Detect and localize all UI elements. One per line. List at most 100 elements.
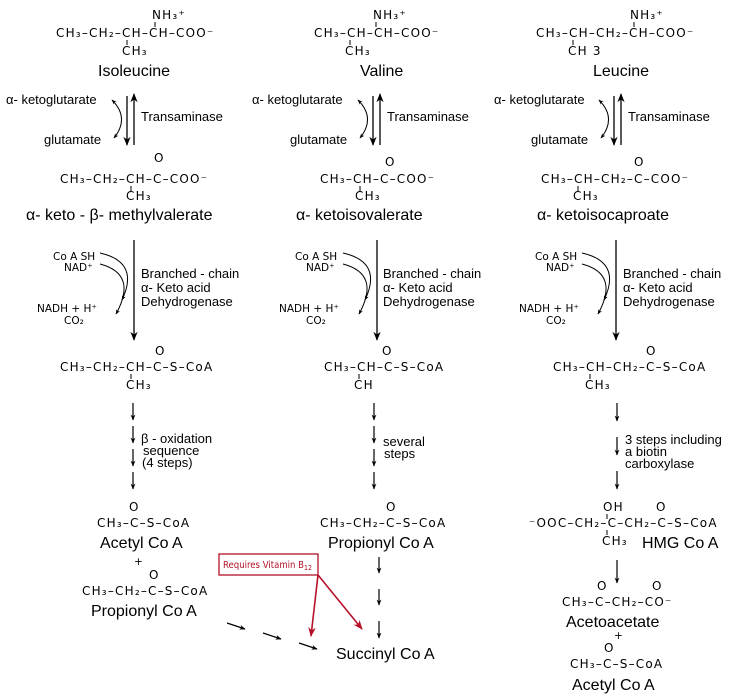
acyl-coa-formula: CH₃–CH–C–S–CoA bbox=[324, 360, 444, 374]
alpha-ketoglutarate-label: α- ketoglutarate bbox=[6, 92, 97, 107]
valine-name: Valine bbox=[360, 63, 403, 80]
beta-oxidation-label-3: (4 steps) bbox=[142, 455, 193, 470]
red-arrow-left bbox=[308, 574, 319, 637]
co2-label: CO₂ bbox=[306, 315, 326, 327]
cofactor-curve-arrow bbox=[99, 252, 129, 301]
nadh-label: NADH + H⁺ bbox=[519, 303, 579, 315]
carbonyl-o: O bbox=[656, 500, 667, 514]
carbonyl-o: O bbox=[604, 641, 615, 655]
note-subscript: 12 bbox=[304, 564, 312, 572]
nad-label: NAD⁺ bbox=[64, 262, 93, 274]
transaminase-label: Transaminase bbox=[141, 109, 223, 124]
biotin-steps-label-1: 3 steps including bbox=[625, 432, 722, 447]
enzyme-line-2: α- Keto acid bbox=[623, 280, 693, 295]
biotin-steps-label-2: a biotin bbox=[625, 444, 667, 459]
several-steps-label-2: steps bbox=[384, 446, 416, 461]
coash-label: Co A SH bbox=[53, 251, 95, 263]
methyl-branch: CH₃ bbox=[126, 189, 152, 203]
cosubstrate-curve-arrow bbox=[357, 99, 368, 139]
cofactor-curve-arrow bbox=[581, 263, 607, 315]
ketoisocaproate-name: α- ketoisocaproate bbox=[537, 207, 669, 224]
propionyl-coa-formula: CH₃–CH₂–C–S–CoA bbox=[82, 584, 208, 598]
methyl-branch: CH 3 bbox=[568, 44, 602, 58]
transaminase-label: Transaminase bbox=[628, 109, 710, 124]
cofactor-curve-arrow bbox=[581, 252, 611, 301]
transaminase-label: Transaminase bbox=[387, 109, 469, 124]
several-steps-label-1: several bbox=[383, 434, 425, 449]
cofactor-curve-arrow bbox=[99, 263, 125, 315]
keto-methylvalerate-name: α- keto - β- methylvalerate bbox=[26, 207, 213, 224]
column-leucine: NH₃⁺ CH₃–CH–CH₂–CH–COO⁻ CH 3 Leucine α- … bbox=[494, 8, 722, 694]
enzyme-line-2: α- Keto acid bbox=[383, 280, 453, 295]
co2-label: CO₂ bbox=[546, 315, 566, 327]
acetoacetate-name: Acetoacetate bbox=[566, 614, 660, 631]
nad-label: NAD⁺ bbox=[546, 262, 575, 274]
column-valine: NH₃⁺ CH₃–CH–CH–COO⁻ CH₃ Valine α- ketogl… bbox=[252, 8, 481, 663]
carbonyl-o: O bbox=[154, 151, 165, 165]
propionyl-coa-formula: CH₃–CH₂–C–S–CoA bbox=[320, 516, 446, 530]
carbonyl-o: O bbox=[634, 155, 645, 169]
column-isoleucine: NH₃⁺ CH₃–CH₂–CH–CH–COO⁻ CH₃ Isoleucine α… bbox=[6, 8, 318, 650]
methyl-branch: CH₃ bbox=[122, 44, 148, 58]
carbonyl-o: O bbox=[646, 344, 657, 358]
cosubstrate-curve-arrow bbox=[598, 99, 609, 139]
nad-label: NAD⁺ bbox=[306, 262, 335, 274]
leucine-name: Leucine bbox=[593, 63, 649, 80]
acetyl-coa-formula: CH₃–C–S–CoA bbox=[570, 657, 663, 671]
glutamate-label: glutamate bbox=[531, 132, 588, 147]
alpha-ketoglutarate-label: α- ketoglutarate bbox=[252, 92, 343, 107]
coash-label: Co A SH bbox=[295, 251, 337, 263]
ketoisovalerate-formula: CH₃–CH–C–COO⁻ bbox=[320, 172, 435, 186]
acetyl-coa-name: Acetyl Co A bbox=[572, 677, 655, 694]
co2-label: CO₂ bbox=[64, 315, 84, 327]
step-arrow bbox=[262, 632, 282, 640]
carbonyl-o: O bbox=[129, 500, 140, 514]
step-arrow bbox=[226, 622, 246, 630]
methyl-branch: CH₃ bbox=[355, 189, 381, 203]
alpha-ketoglutarate-label: α- ketoglutarate bbox=[494, 92, 585, 107]
enzyme-line-1: Branched - chain bbox=[623, 266, 721, 281]
acetyl-coa-name: Acetyl Co A bbox=[100, 535, 183, 552]
note-text: Requires Vitamin B12 bbox=[223, 560, 312, 572]
amino-group-label: NH₃⁺ bbox=[152, 8, 186, 22]
hydroxyl-label: OH bbox=[603, 500, 624, 514]
amino-group-label: NH₃⁺ bbox=[373, 8, 407, 22]
nadh-label: NADH + H⁺ bbox=[279, 303, 339, 315]
ketoisovalerate-name: α- ketoisovalerate bbox=[296, 207, 423, 224]
methyl-branch: CH₃ bbox=[585, 378, 611, 392]
acyl-coa-formula: CH₃–CH₂–CH–C–S–CoA bbox=[60, 360, 213, 374]
methyl-branch: CH₃ bbox=[602, 534, 628, 548]
amino-group-label: NH₃⁺ bbox=[630, 8, 664, 22]
enzyme-line-3: Dehydrogenase bbox=[141, 294, 233, 309]
hmg-coa-formula: ⁻OOC–CH₂–C–CH₂–C–S–CoA bbox=[529, 516, 718, 530]
methyl-branch: CH₃ bbox=[573, 189, 599, 203]
carbonyl-o: O bbox=[597, 579, 608, 593]
note-box bbox=[218, 553, 319, 576]
coash-label: Co A SH bbox=[535, 251, 577, 263]
propionyl-coa-name: Propionyl Co A bbox=[328, 535, 434, 552]
enzyme-line-1: Branched - chain bbox=[141, 266, 239, 281]
note-main-text: Requires Vitamin B bbox=[223, 560, 304, 571]
acyl-coa-formula: CH₃–CH–CH₂–C–S–CoA bbox=[553, 360, 706, 374]
methyl-branch: CH₃ bbox=[345, 44, 371, 58]
beta-oxidation-label-1: β - oxidation bbox=[141, 431, 212, 446]
cofactor-curve-arrow bbox=[342, 252, 372, 301]
acetoacetate-formula: CH₃–C–CH₂–CO⁻ bbox=[562, 595, 673, 609]
glutamate-label: glutamate bbox=[290, 132, 347, 147]
plus-sign: + bbox=[134, 556, 143, 568]
carbonyl-o: O bbox=[385, 155, 396, 169]
carbonyl-o: O bbox=[382, 344, 393, 358]
propionyl-coa-name: Propionyl Co A bbox=[91, 603, 197, 620]
carbonyl-o: O bbox=[652, 579, 663, 593]
valine-formula: CH₃–CH–CH–COO⁻ bbox=[314, 26, 439, 40]
succinyl-coa-name: Succinyl Co A bbox=[336, 646, 435, 663]
vitamin-b12-note: Requires Vitamin B12 bbox=[218, 553, 363, 637]
methyl-branch: CH bbox=[354, 378, 374, 392]
enzyme-line-2: α- Keto acid bbox=[141, 280, 211, 295]
carbonyl-o: O bbox=[149, 568, 160, 582]
hmg-coa-name: HMG Co A bbox=[642, 535, 719, 552]
cofactor-curve-arrow bbox=[342, 263, 368, 315]
isoleucine-name: Isoleucine bbox=[98, 63, 170, 80]
cosubstrate-curve-arrow bbox=[111, 99, 122, 139]
acetyl-coa-formula: CH₃–C–S–CoA bbox=[97, 516, 190, 530]
